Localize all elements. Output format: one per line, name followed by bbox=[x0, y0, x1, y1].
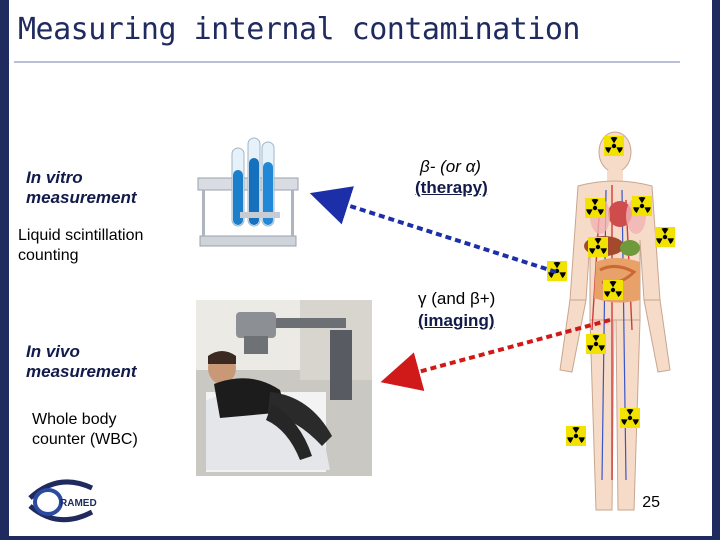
liquid-scintillation-label: Liquid scintillation counting bbox=[18, 227, 144, 264]
radiation-icon bbox=[620, 408, 640, 428]
title-underline bbox=[14, 61, 680, 63]
wbc-label: Whole body counter (WBC) bbox=[32, 411, 138, 448]
left-border bbox=[0, 0, 9, 540]
therapy-label: (therapy) bbox=[415, 178, 488, 197]
ramed-logo: RAMED bbox=[28, 479, 97, 523]
radiation-icon bbox=[547, 261, 567, 281]
radiation-icon bbox=[585, 198, 605, 218]
beta-arrow bbox=[309, 186, 557, 274]
bottom-border bbox=[0, 536, 720, 540]
in-vivo-label: In vivo measurement bbox=[26, 342, 137, 381]
radiation-icon bbox=[588, 237, 608, 257]
beta-label: β- (or α) bbox=[420, 157, 481, 176]
radiation-icon bbox=[655, 227, 675, 247]
radiation-icon bbox=[586, 334, 606, 354]
radiation-icon bbox=[632, 196, 652, 216]
logo-text: RAMED bbox=[60, 498, 97, 509]
whole-body-counter-photo bbox=[196, 300, 372, 476]
test-tubes-image bbox=[197, 137, 299, 247]
imaging-label: (imaging) bbox=[418, 311, 495, 330]
radiation-icon bbox=[604, 136, 624, 156]
radiation-icon bbox=[566, 426, 586, 446]
gamma-label: γ (and β+) bbox=[418, 289, 496, 308]
page-number: 25 bbox=[642, 494, 660, 511]
radiation-icon bbox=[603, 280, 623, 300]
in-vitro-label: In vitro measurement bbox=[26, 168, 137, 207]
gamma-arrow bbox=[380, 318, 611, 392]
right-border bbox=[712, 0, 720, 540]
slide-title: Measuring internal contamination bbox=[18, 12, 580, 47]
human-body-diagram bbox=[559, 131, 671, 511]
